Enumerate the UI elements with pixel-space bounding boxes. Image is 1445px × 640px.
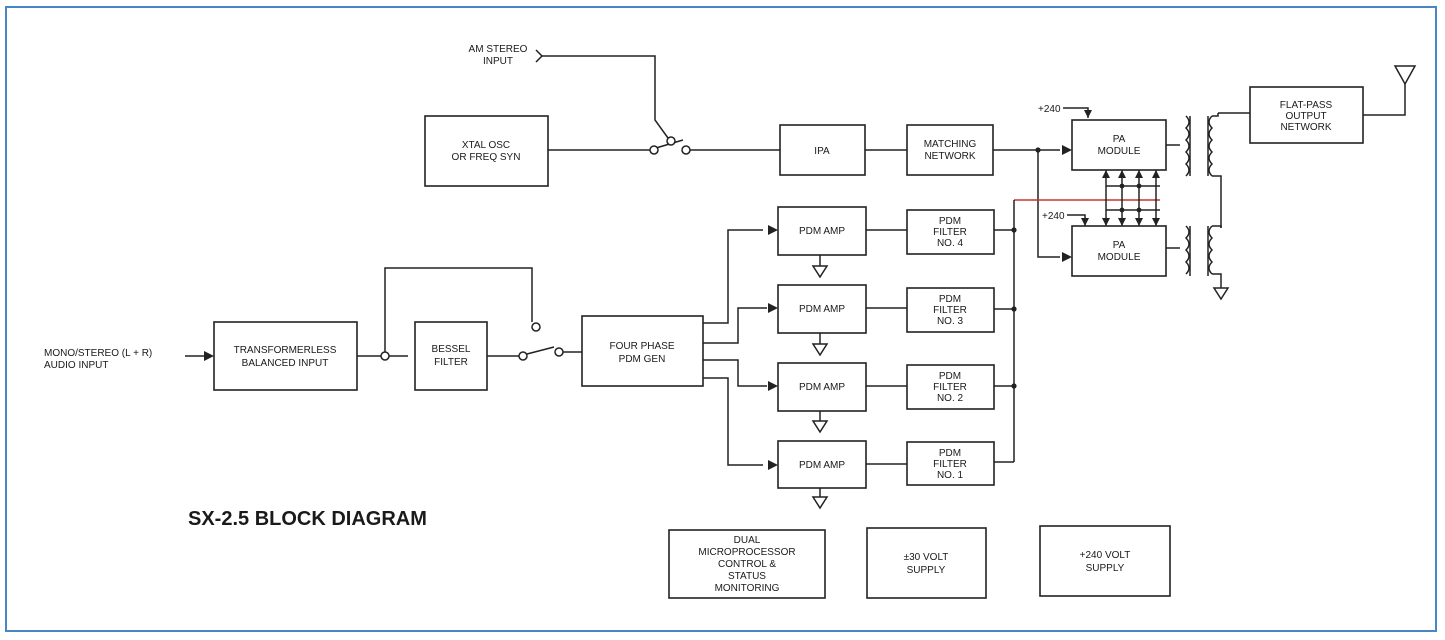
transformerless-label-2: BALANCED INPUT [242, 358, 329, 369]
micro-label-1: DUAL [734, 535, 761, 546]
pdmfilter1-label-1: PDM [939, 448, 961, 459]
bessel-label-1: BESSEL [432, 344, 471, 355]
flatpass-label-2: OUTPUT [1285, 111, 1326, 122]
junctions [380, 136, 1142, 389]
pdmamp4-label: PDM AMP [799, 226, 845, 237]
micro-label-2: MICROPROCESSOR [698, 547, 795, 558]
flat-pass-network-block: FLAT-PASS OUTPUT NETWORK [1249, 86, 1364, 144]
supply30-label-2: SUPPLY [907, 565, 946, 576]
diagram-title: SX-2.5 BLOCK DIAGRAM [188, 508, 427, 530]
antenna-icon [1393, 65, 1417, 86]
am-stereo-input-label-2: INPUT [483, 56, 513, 67]
pdm-amp-2-block: PDM AMP [777, 362, 867, 412]
diagram-frame [5, 6, 1437, 632]
output-transformer-icon [1184, 113, 1222, 276]
pdm-filter-3-block: PDM FILTER NO. 3 [906, 287, 995, 333]
flatpass-label-1: FLAT-PASS [1280, 100, 1333, 111]
pa2-label-2: MODULE [1098, 252, 1141, 263]
pdm-amp-4-block: PDM AMP [777, 206, 867, 256]
wiring [185, 55, 1406, 497]
bessel-filter-block: BESSEL FILTER [414, 321, 488, 391]
xtal-osc-block: XTAL OSC OR FREQ SYN [424, 115, 549, 187]
pdmfilter3-label-1: PDM [939, 294, 961, 305]
pdmfilter3-label-3: NO. 3 [937, 316, 964, 327]
four-phase-pdm-gen-block: FOUR PHASE PDM GEN [581, 315, 704, 387]
microprocessor-control-block: DUAL MICROPROCESSOR CONTROL & STATUS MON… [668, 529, 826, 599]
mono-stereo-input-label-1: MONO/STEREO (L + R) [44, 348, 152, 359]
bessel-label-2: FILTER [434, 357, 468, 368]
matching-label-1: MATCHING [924, 139, 977, 150]
xtal-osc-label-1: XTAL OSC [462, 140, 510, 151]
pdmfilter4-label-1: PDM [939, 216, 961, 227]
transformerless-label-1: TRANSFORMERLESS [234, 345, 337, 356]
plus-minus-30-volt-supply-block: ±30 VOLT SUPPLY [866, 527, 987, 599]
transformerless-input-block: TRANSFORMERLESS BALANCED INPUT [213, 321, 358, 391]
pa-module-2-block: PA MODULE [1071, 225, 1167, 277]
xtal-osc-label-2: OR FREQ SYN [452, 152, 521, 163]
pdm-filter-1-block: PDM FILTER NO. 1 [906, 441, 995, 486]
pdmfilter2-label-2: FILTER [933, 382, 967, 393]
arrowheads [204, 49, 1160, 470]
am-stereo-input-label-1: AM STEREO [469, 44, 528, 55]
plus-240-volt-supply-block: +240 VOLT SUPPLY [1039, 525, 1171, 597]
pdm-amp-3-block: PDM AMP [777, 284, 867, 334]
pa1-label-2: MODULE [1098, 146, 1141, 157]
pdmfilter1-label-3: NO. 1 [937, 470, 964, 481]
pdmamp2-label: PDM AMP [799, 382, 845, 393]
micro-label-5: MONITORING [715, 583, 780, 594]
pdmfilter2-label-3: NO. 2 [937, 393, 964, 404]
pdmfilter2-label-1: PDM [939, 371, 961, 382]
pdm-filter-2-block: PDM FILTER NO. 2 [906, 364, 995, 410]
supply240-label-1: +240 VOLT [1080, 550, 1131, 561]
ipa-block: IPA [779, 124, 866, 176]
pa2-label-1: PA [1113, 240, 1126, 251]
pdmfilter1-label-2: FILTER [933, 459, 967, 470]
supply240-label-2: SUPPLY [1086, 563, 1125, 574]
fourphase-label-1: FOUR PHASE [609, 341, 674, 352]
pdmamp3-label: PDM AMP [799, 304, 845, 315]
pdmfilter4-label-3: NO. 4 [937, 238, 964, 249]
mono-stereo-input-label-2: AUDIO INPUT [44, 360, 108, 371]
micro-label-4: STATUS [728, 571, 766, 582]
micro-label-3: CONTROL & [718, 559, 776, 570]
plus-240-top-label: +240 [1038, 104, 1061, 115]
fourphase-label-2: PDM GEN [619, 354, 666, 365]
pdm-amp-1-block: PDM AMP [777, 440, 867, 489]
supply30-label-1: ±30 VOLT [904, 552, 949, 563]
pdm-filter-4-block: PDM FILTER NO. 4 [906, 209, 995, 255]
pdmfilter4-label-2: FILTER [933, 227, 967, 238]
pdmamp1-label: PDM AMP [799, 460, 845, 471]
pa1-label-1: PA [1113, 134, 1126, 145]
pdmfilter3-label-2: FILTER [933, 305, 967, 316]
flatpass-label-3: NETWORK [1280, 122, 1331, 133]
matching-label-2: NETWORK [924, 151, 975, 162]
pa-module-1-block: PA MODULE [1071, 119, 1167, 171]
plus-240-bottom-label: +240 [1042, 211, 1065, 222]
ground-symbols [811, 265, 1230, 510]
ipa-label: IPA [814, 146, 830, 157]
matching-network-block: MATCHING NETWORK [906, 124, 994, 176]
